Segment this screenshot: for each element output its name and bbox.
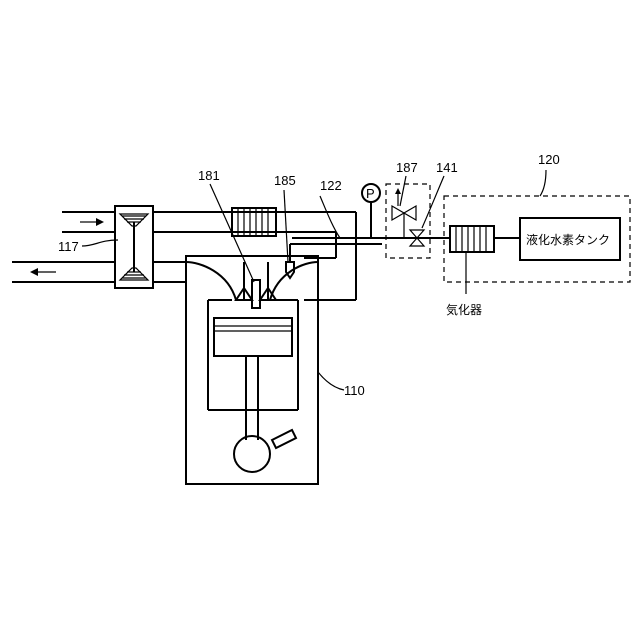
pressure-gauge-label: P xyxy=(366,186,375,201)
vaporizer xyxy=(450,226,494,252)
intake-valve xyxy=(236,262,252,300)
engine-label: 110 xyxy=(344,383,365,398)
line-label: 122 xyxy=(320,178,342,193)
piston xyxy=(214,318,292,440)
intake-arrow-icon xyxy=(80,218,104,226)
turbo-leader-line xyxy=(82,240,118,246)
turbo-label: 117 xyxy=(58,239,79,254)
engine-leader-line xyxy=(318,372,344,390)
tank-label: 液化水素タンク xyxy=(526,232,610,247)
injector-label: 181 xyxy=(198,168,220,183)
intake-manifold xyxy=(304,258,356,300)
exhaust-arrow-icon xyxy=(30,268,56,276)
valve-141-label: 141 xyxy=(436,160,458,175)
fuel-injector xyxy=(252,280,260,308)
crankshaft xyxy=(234,430,296,472)
turbocharger xyxy=(115,206,153,288)
sensor-label: 185 xyxy=(274,173,296,188)
system-label: 120 xyxy=(538,152,560,167)
valve-unit-box xyxy=(386,184,430,258)
valve-187-leader-line xyxy=(400,176,406,206)
system-leader-line xyxy=(540,170,546,196)
vaporizer-label: 気化器 xyxy=(446,302,482,317)
sensor-leader-line xyxy=(284,190,288,262)
exhaust-valve xyxy=(260,262,276,300)
valve-187-label: 187 xyxy=(396,160,418,175)
